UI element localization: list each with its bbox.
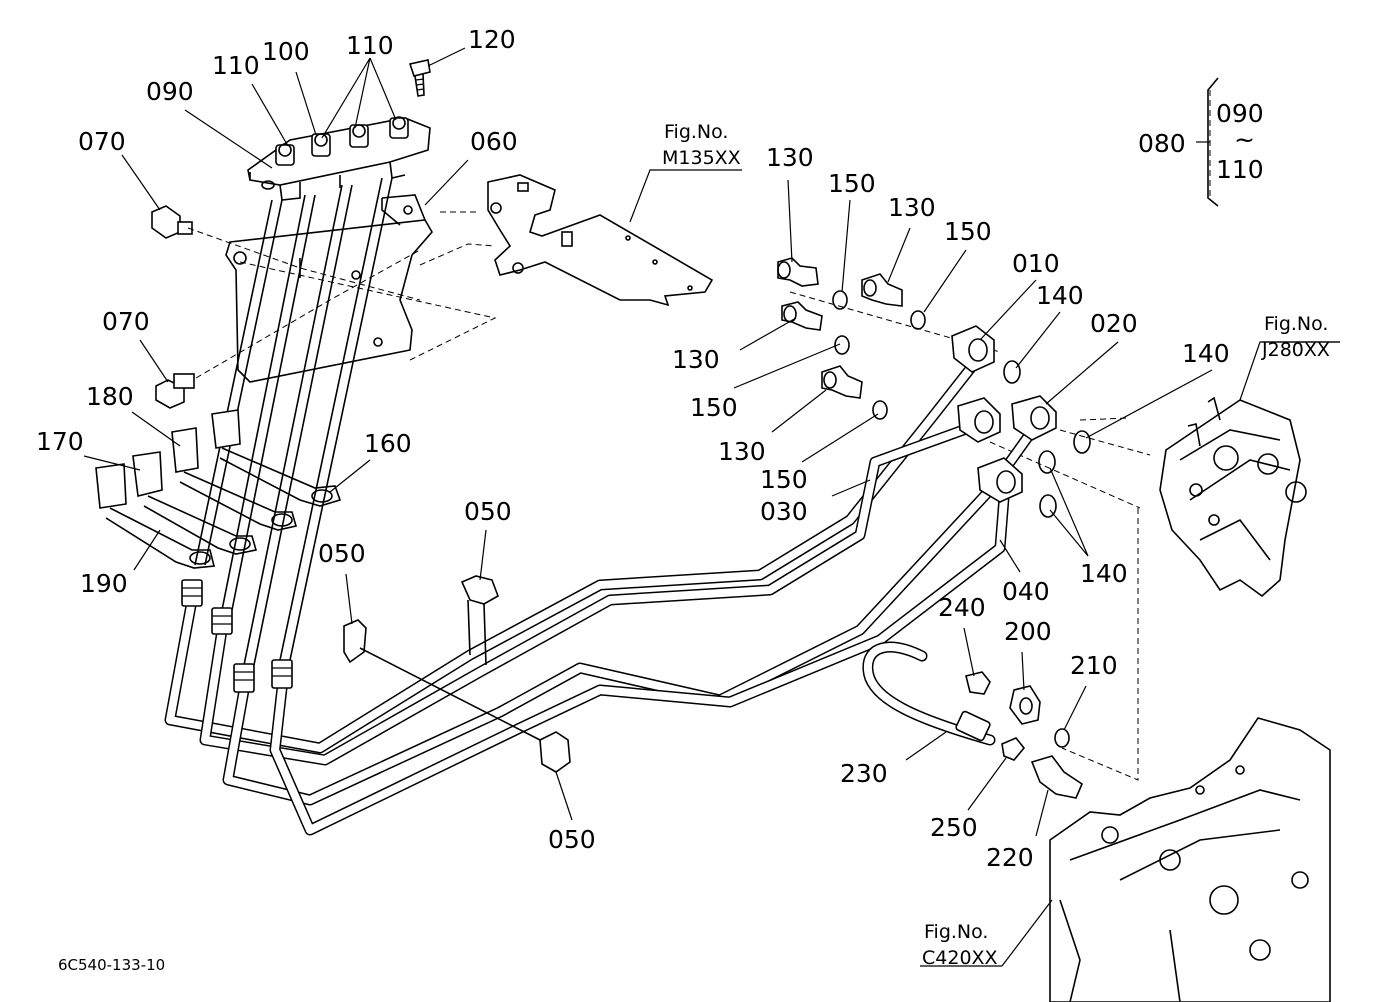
callout-180: 180 (86, 382, 134, 411)
callout-140-c: 140 (1080, 559, 1128, 588)
fig-ref-m135-line2: M135XX (662, 147, 741, 169)
callout-100: 100 (262, 37, 310, 66)
callout-130-a: 130 (766, 143, 814, 172)
callout-200: 200 (1004, 617, 1052, 646)
callout-140-a: 140 (1036, 281, 1084, 310)
callout-210: 210 (1070, 651, 1118, 680)
callout-030: 030 (760, 497, 808, 526)
callout-150-d: 150 (760, 465, 808, 494)
callout-labels: 090 110 100 110 120 070 060 070 180 170 … (36, 25, 1230, 872)
assembly-bracket: 080 090 ~ 110 (1138, 99, 1264, 184)
callout-050-bottom: 050 (548, 825, 596, 854)
callout-120: 120 (468, 25, 516, 54)
frame-bracket-m135 (487, 174, 714, 307)
callout-130-d: 130 (718, 437, 766, 466)
plug-070-lower (155, 373, 195, 409)
bolt-120 (408, 59, 431, 97)
callout-230: 230 (840, 759, 888, 788)
callout-150-b: 150 (944, 217, 992, 246)
callout-020: 020 (1090, 309, 1138, 338)
callout-150-a: 150 (828, 169, 876, 198)
callout-050-left: 050 (318, 539, 366, 568)
callout-250: 250 (930, 813, 978, 842)
callout-110-right: 110 (346, 31, 394, 60)
assembly-range-sep: ~ (1234, 125, 1255, 154)
callout-220: 220 (986, 843, 1034, 872)
drawing-code: 6C540-133-10 (58, 956, 165, 974)
manifold-block (247, 116, 431, 201)
callout-060: 060 (470, 127, 518, 156)
callout-140-b: 140 (1182, 339, 1230, 368)
callout-160: 160 (364, 429, 412, 458)
callout-130-c: 130 (672, 345, 720, 374)
tube-assembly (164, 344, 1046, 836)
fig-ref-c420-line2: C420XX (922, 947, 998, 969)
assembly-range-from: 090 (1216, 99, 1264, 128)
assembly-parent-080: 080 (1138, 129, 1186, 158)
clamps-050 (343, 575, 571, 773)
leader-lines (83, 47, 1340, 967)
callout-170: 170 (36, 427, 84, 456)
callout-240: 240 (938, 593, 986, 622)
bracket-060 (225, 194, 433, 383)
callout-070-upper: 070 (78, 127, 126, 156)
banjo-bolts-and-washers (777, 257, 1091, 518)
callout-090: 090 (146, 77, 194, 106)
fig-ref-c420-line1: Fig.No. (924, 921, 988, 943)
switch-assembly (862, 641, 1083, 799)
control-valve-j280 (1159, 396, 1307, 598)
callout-110-left: 110 (212, 51, 260, 80)
callout-010: 010 (1012, 249, 1060, 278)
callout-070-lower: 070 (102, 307, 150, 336)
fig-references: Fig.No. M135XX Fig.No. J280XX Fig.No. C4… (662, 121, 1330, 969)
callout-130-b: 130 (888, 193, 936, 222)
manifold-pipes (194, 177, 393, 666)
fig-ref-m135-line1: Fig.No. (664, 121, 728, 143)
callout-190: 190 (80, 569, 128, 598)
transmission-case-c420 (1049, 717, 1331, 1002)
assembly-range-to: 110 (1216, 155, 1264, 184)
callout-050-top: 050 (464, 497, 512, 526)
fig-ref-j280-line2: J280XX (1261, 339, 1330, 361)
fig-ref-j280-line1: Fig.No. (1264, 313, 1328, 335)
callout-040: 040 (1002, 577, 1050, 606)
callout-150-c: 150 (690, 393, 738, 422)
plug-070-upper (151, 205, 193, 239)
flange-plates (95, 409, 342, 569)
